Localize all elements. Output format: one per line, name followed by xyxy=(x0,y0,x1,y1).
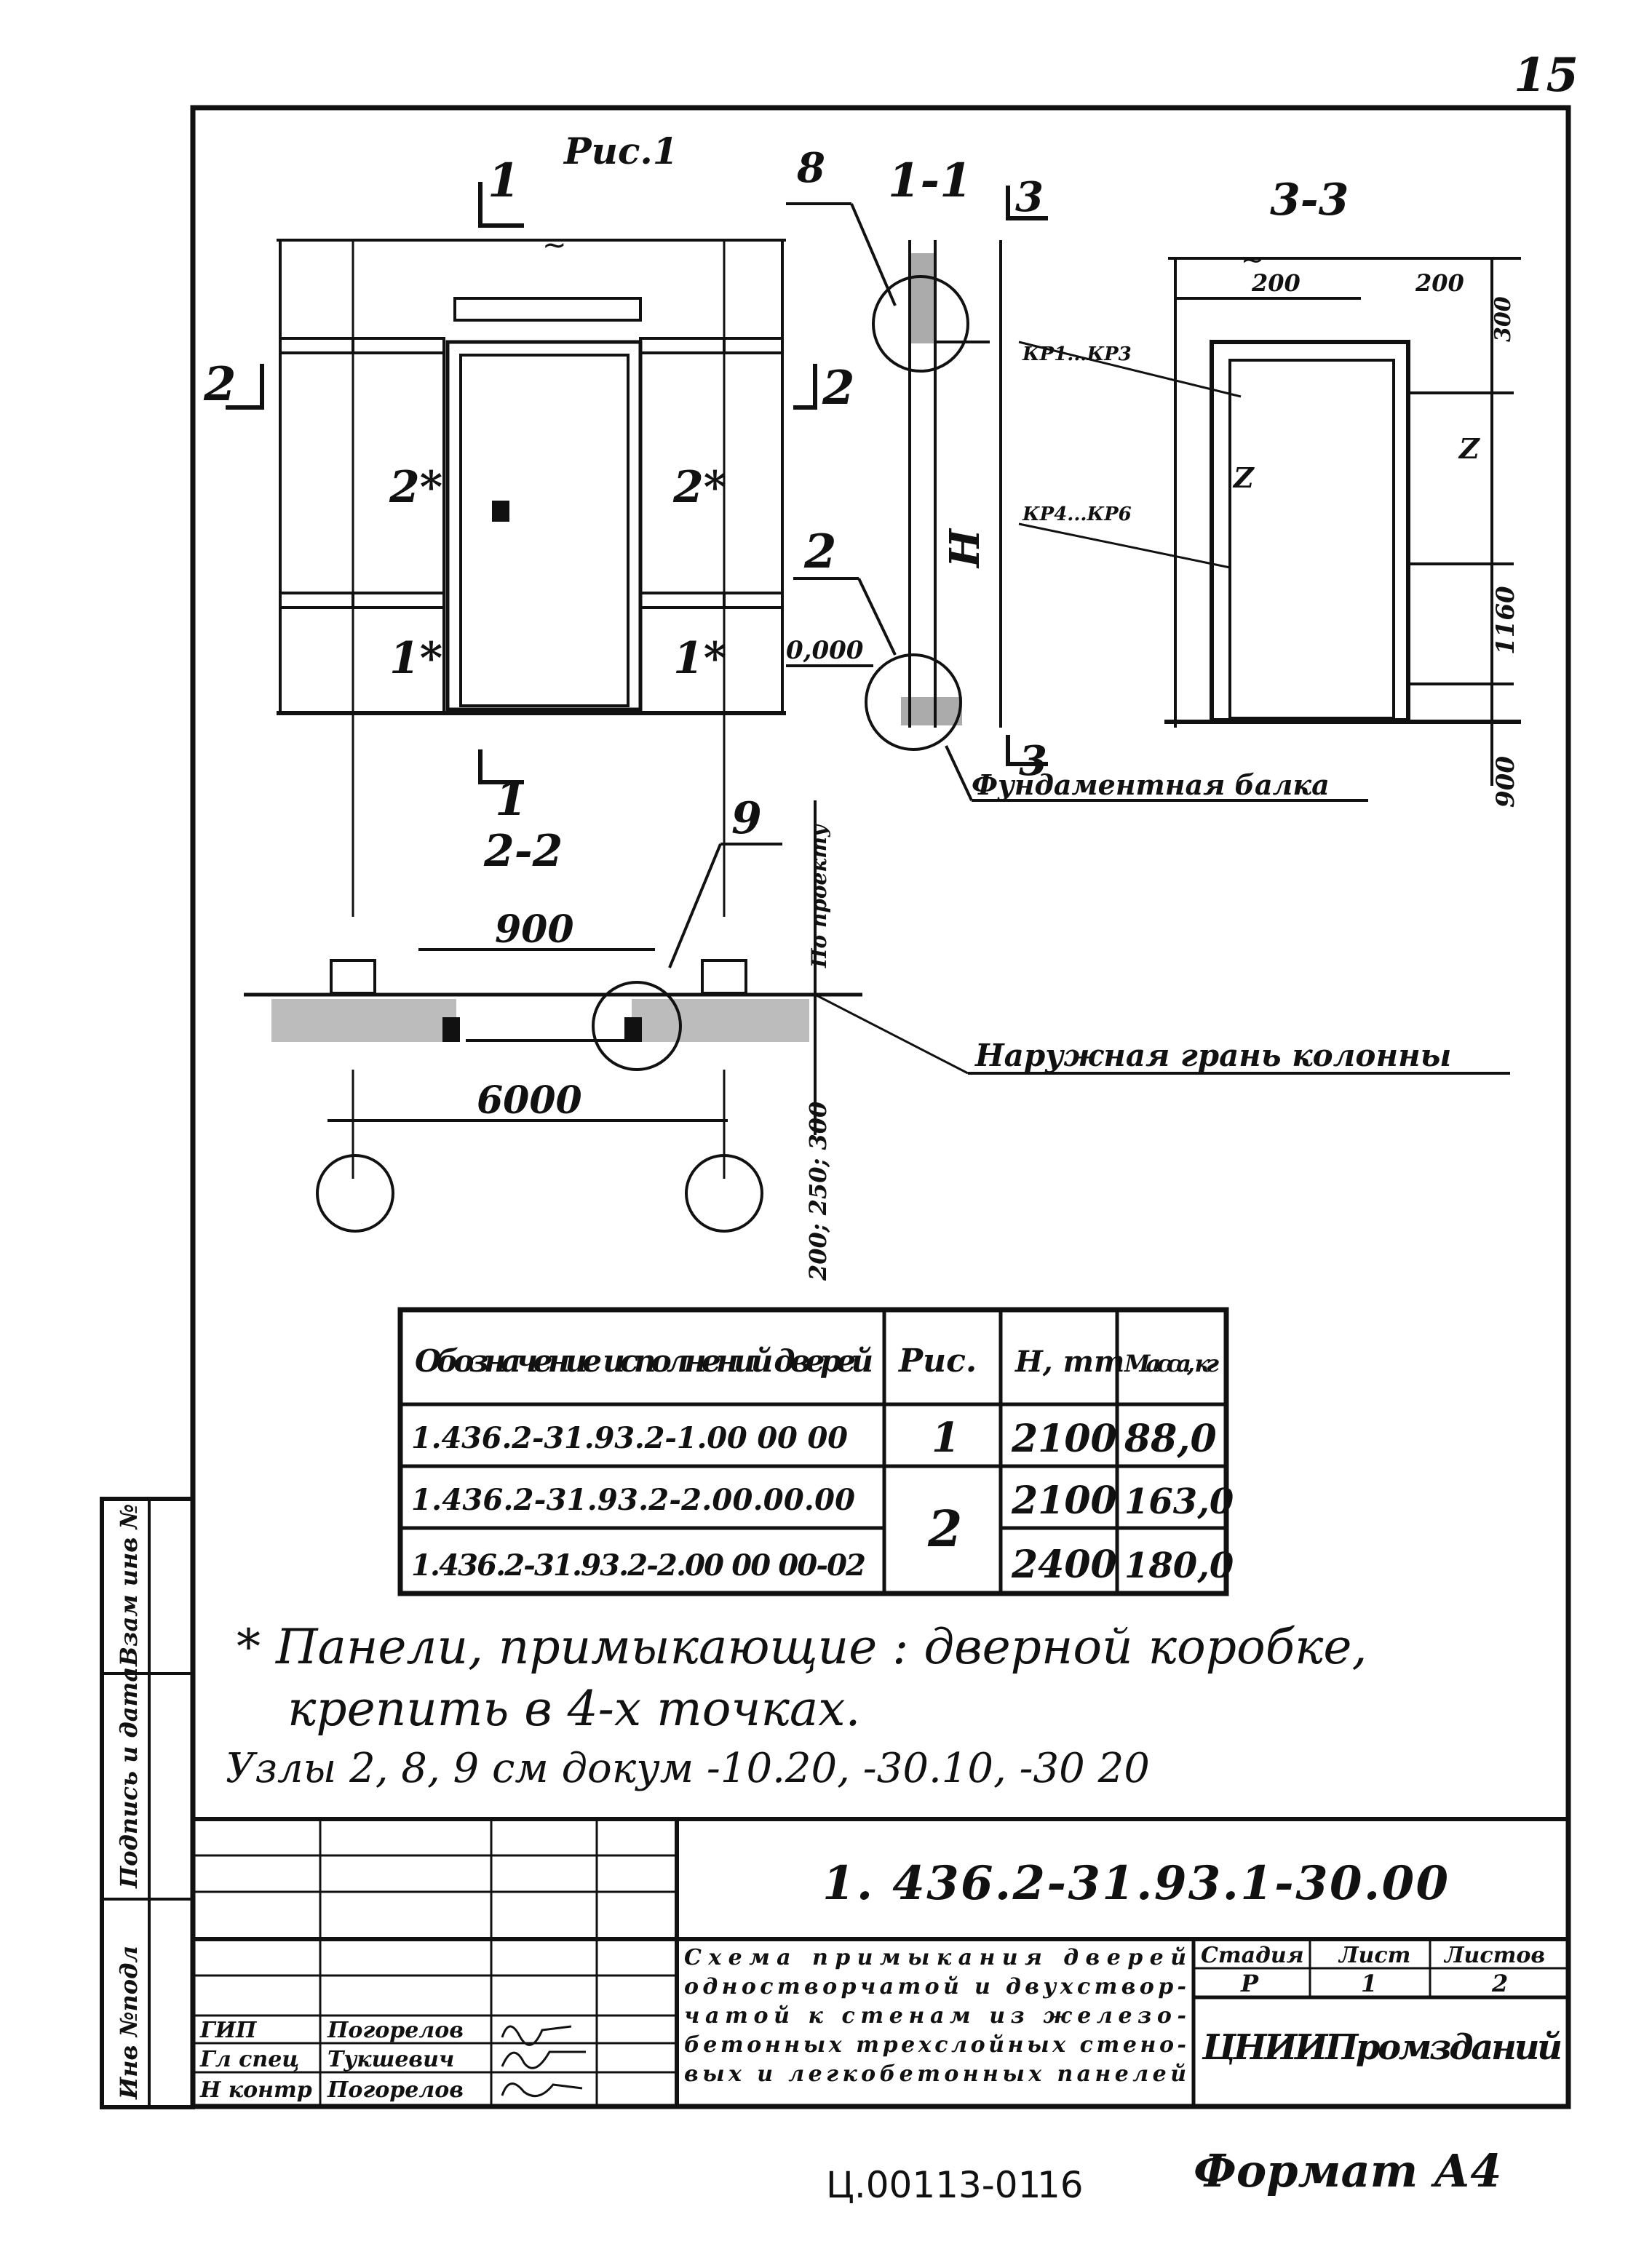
table-row1-fig: 1 xyxy=(932,1414,960,1462)
signature-1 xyxy=(501,2025,572,2046)
node-9-label: 9 xyxy=(731,793,762,844)
signature-2 xyxy=(501,2050,586,2069)
dim-6000: 6000 xyxy=(477,1078,582,1123)
footer-number: 16 xyxy=(1037,2164,1084,2206)
title-block: 1. 436.2-31.93.1-30.00 Схема примыкания … xyxy=(193,1817,1568,2106)
title-line-5: вых и легкобетонных панелей xyxy=(684,2061,1186,2087)
cut3-top-label: 3 xyxy=(1015,173,1044,221)
organization: ЦНИИПромзданий xyxy=(1202,2027,1562,2068)
cut2-right-label: 2 xyxy=(822,361,855,415)
section-2-2-title: 2-2 xyxy=(483,826,563,877)
footer-format: Формат А4 xyxy=(1194,2144,1501,2197)
table-row1-h: 2100 xyxy=(1011,1417,1117,1461)
table-row2-mass: 163,0 xyxy=(1124,1481,1234,1522)
name-1: Погорелов xyxy=(327,2018,464,2043)
level-mark: 0,000 xyxy=(786,636,864,665)
node-2-label: 2 xyxy=(803,525,837,579)
table-row1-code: 1.436.2-31.93.2-1.00 00 00 xyxy=(411,1421,848,1455)
dim-200-right: 200 xyxy=(1415,269,1464,297)
kr-mid-label: КР4...КР6 xyxy=(1022,504,1132,525)
title-line-2: одностворчатой и двухствор- xyxy=(684,1974,1186,2000)
section-2-2: 2-2 9 По проекту 900 Наружная грань коло… xyxy=(244,793,1510,1281)
cut1-top-label: 1 xyxy=(488,154,520,208)
note-line-1: * Панели, примыкающие : дверной коробке, xyxy=(237,1619,1367,1675)
table-row2-code: 1.436.2-31.93.2-2.00.00.00 xyxy=(411,1483,855,1517)
section-3-3-title: 3-3 xyxy=(1270,175,1349,226)
table-header-h: H, mm xyxy=(1014,1345,1124,1379)
dim-200-left: 200 xyxy=(1251,269,1301,297)
section-3-3: 3-3 ~ 200 200 300 Z Z 1160 900 xyxy=(1164,175,1521,808)
title-line-3: чатой к стенам из железо- xyxy=(684,2003,1186,2029)
panel-1-right: 1* xyxy=(673,633,726,684)
role-1: ГИП xyxy=(199,2018,258,2043)
note-line-3: Узлы 2, 8, 9 см докум -10.20, -30.10, -3… xyxy=(226,1745,1150,1792)
node-8-label: 8 xyxy=(796,144,825,192)
footer-code: Ц.00113-01 xyxy=(826,2164,1041,2206)
side-stamp: Взам инв № Подпись и дата Инв №подл xyxy=(100,1497,195,2109)
cut2-left-label: 2 xyxy=(203,357,237,412)
stamp-cell-replace: Взам инв № xyxy=(115,1504,143,1667)
table-header-mass: Масса, кг xyxy=(1124,1350,1219,1377)
role-3: Н контр xyxy=(199,2077,312,2103)
figure-label: Рис.1 xyxy=(563,130,678,172)
dim-900-plan: 900 xyxy=(495,907,574,952)
role-2: Гл спец xyxy=(199,2047,299,2072)
panel-1-left: 1* xyxy=(389,633,442,684)
designation-code: 1. 436.2-31.93.1-30.00 xyxy=(822,1856,1448,1911)
stamp-cell-inventory: Инв №подл xyxy=(115,1946,143,2100)
table-row3-h: 2400 xyxy=(1011,1543,1117,1587)
table-row3-mass: 180,0 xyxy=(1124,1545,1234,1586)
cut1-bottom-label: 1 xyxy=(495,772,528,827)
outer-face-label: Наружная грань колонны xyxy=(974,1038,1451,1073)
dim-300: 300 xyxy=(1490,296,1516,342)
signature-3 xyxy=(501,2082,583,2098)
stage-label: Стадия xyxy=(1201,1943,1304,1968)
table-header-fig: Рис. xyxy=(897,1342,977,1380)
note-line-2: крепить в 4-х точках. xyxy=(287,1681,861,1737)
table-row23-fig: 2 xyxy=(927,1500,962,1559)
mark-z-left: Z xyxy=(1232,461,1255,494)
drawing-frame xyxy=(190,105,1571,2109)
page-number: 15 xyxy=(1514,48,1579,103)
mark-z-right: Z xyxy=(1458,432,1480,465)
sheet-value: 1 xyxy=(1361,1970,1377,1997)
title-line-1: Схема примыкания дверей xyxy=(684,1945,1186,1970)
sheet-label: Лист xyxy=(1338,1943,1410,1968)
table-header-designation: Обозначение исполнений дверей xyxy=(415,1343,873,1379)
foundation-label: Фундаментная балка xyxy=(972,768,1330,801)
panel-2-left: 2* xyxy=(389,462,442,513)
section-1-1: 1-1 8 H 3 3 2 0,000 КР1...КР3 КР4...КР6 … xyxy=(786,144,1368,802)
by-project-label: По проекту xyxy=(807,824,831,968)
section-1-1-title: 1-1 xyxy=(888,154,972,208)
column-offset-label: 200; 250; 300 xyxy=(804,1102,832,1281)
table-row1-mass: 88,0 xyxy=(1124,1417,1217,1461)
table-row3-code: 1.436.2-31.93.2-2.00 00 00-02 xyxy=(411,1548,866,1583)
dim-900: 900 xyxy=(1491,756,1520,808)
dim-1160: 1160 xyxy=(1491,586,1520,655)
door-variants-table: Обозначение исполнений дверей Рис. H, mm… xyxy=(397,1307,1234,1596)
stamp-cell-signature: Подпись и дата xyxy=(115,1667,143,1889)
cut3-bottom-label: 3 xyxy=(1019,737,1047,785)
sheets-value: 2 xyxy=(1491,1970,1508,1997)
height-mark: H xyxy=(941,528,989,569)
sheets-label: Листов xyxy=(1443,1943,1545,1968)
name-2: Тукшевич xyxy=(327,2047,454,2072)
panel-2-right: 2* xyxy=(672,462,726,513)
table-row2-h: 2100 xyxy=(1011,1479,1117,1523)
name-3: Погорелов xyxy=(327,2077,464,2103)
elevation-width-mark: ~ xyxy=(542,228,567,262)
title-line-4: бетонных трехслойных стено- xyxy=(684,2032,1186,2058)
door-elevation: Рис.1 ~ 1 1 2 2 2* xyxy=(203,130,855,917)
stage-value: Р xyxy=(1240,1970,1259,1997)
